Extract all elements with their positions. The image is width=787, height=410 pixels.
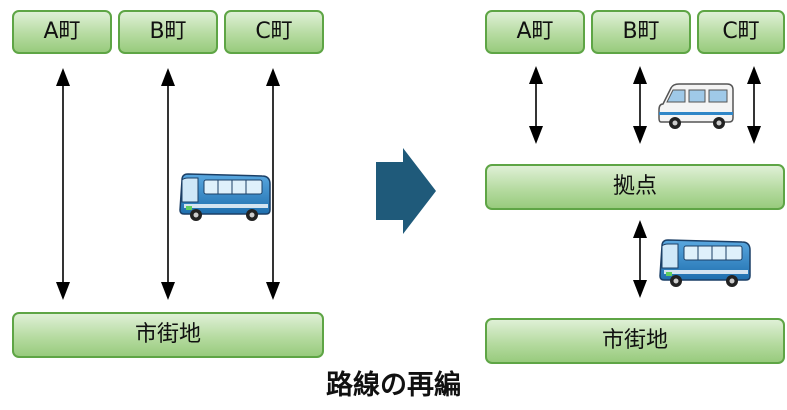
before-town-c-label: C町: [255, 19, 293, 44]
after-route-a-arrow: [529, 66, 543, 144]
before-city-label: 市街地: [134, 322, 201, 347]
after-town-c-label: C町: [722, 19, 760, 44]
after-route-c-arrow: [747, 66, 761, 144]
before-town-a-box: A町: [12, 10, 112, 54]
before-town-a-label: A町: [43, 19, 81, 44]
after-hub-label: 拠点: [612, 174, 657, 199]
before-town-b-box: B町: [118, 10, 218, 54]
before-city-box: 市街地: [12, 312, 324, 358]
before-town-c-box: C町: [224, 10, 324, 54]
after-town-b-box: B町: [591, 10, 691, 54]
van-icon: [658, 83, 734, 129]
bus-icon: [179, 173, 271, 221]
before-route-b-arrow: [161, 68, 175, 300]
bus-icon: [659, 239, 751, 287]
before-route-a-arrow: [56, 68, 70, 300]
after-town-c-box: C町: [697, 10, 785, 54]
after-hub-box: 拠点: [485, 164, 785, 210]
after-town-a-label: A町: [516, 19, 554, 44]
after-city-box: 市街地: [485, 318, 785, 364]
after-town-b-label: B町: [622, 19, 660, 44]
after-city-label: 市街地: [601, 328, 668, 353]
after-town-a-box: A町: [485, 10, 585, 54]
diagram-caption: 路線の再編: [326, 370, 461, 401]
after-route-b-arrow: [633, 66, 647, 144]
right-arrow-icon: [376, 148, 436, 234]
after-route-hub-arrow: [633, 220, 647, 298]
before-route-c-arrow: [266, 68, 280, 300]
before-town-b-label: B町: [149, 19, 187, 44]
